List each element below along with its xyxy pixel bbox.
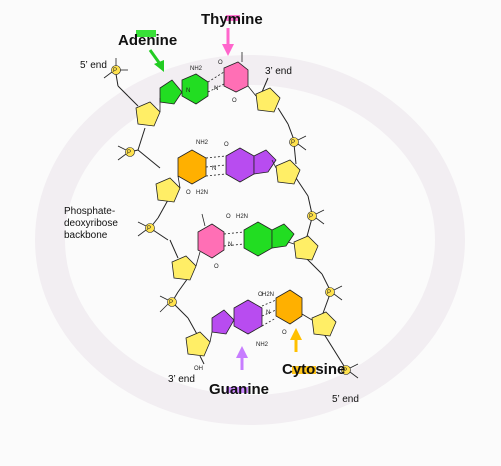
thymine-ring-2 — [197, 223, 225, 259]
sugar-right-1 — [255, 87, 281, 113]
atom-p-3: P — [147, 226, 151, 232]
base-pair-adenine-thymine — [159, 52, 249, 105]
thymine-highlight — [226, 15, 240, 21]
label-backbone-line2: deoxyribose — [64, 218, 118, 229]
atom-n-4: N — [228, 242, 232, 248]
sugar-right-4 — [311, 311, 337, 337]
atom-p-8: P — [343, 368, 347, 374]
label-cytosine: Cytosine — [282, 361, 345, 378]
watermark-shape — [35, 55, 465, 425]
cytosine-ring-1 — [177, 149, 207, 185]
atom-p-7: P — [327, 290, 331, 296]
label-backbone-line1: Phosphate- — [64, 206, 115, 217]
thymine-arrow-icon — [222, 28, 234, 56]
label-3-end-bottom: 3’ end — [168, 374, 195, 385]
sugar-right-2 — [275, 159, 301, 185]
atom-p-6: P — [309, 214, 313, 220]
atom-o-6: O — [214, 264, 219, 270]
sugar-left-2 — [155, 177, 181, 203]
base-pair-cytosine-guanine-1 — [177, 147, 277, 185]
base-pair-guanine-cytosine-2 — [211, 289, 303, 335]
guanine-highlight — [226, 387, 248, 393]
labels: Adenine Thymine Guanine Cytosine 5’ end … — [64, 11, 359, 405]
cytosine-arrow-icon — [290, 328, 302, 352]
atom-h2n-3: H2N — [262, 292, 274, 298]
atom-o-1: O — [218, 60, 223, 66]
sugar-left-4 — [185, 331, 211, 357]
atom-n-1: N — [186, 88, 190, 94]
atom-n-3: N — [212, 166, 216, 172]
adenine-ring-6-2 — [243, 221, 273, 257]
label-5-end-bottom: 5’ end — [332, 394, 359, 405]
sugar-right-3 — [293, 235, 319, 261]
adenine-arrow-icon — [148, 49, 164, 72]
label-thymine: Thymine — [201, 11, 263, 28]
atom-n-5: N — [266, 310, 270, 316]
atom-o-7: O — [258, 292, 263, 298]
atom-nh2-2: NH2 — [196, 140, 209, 146]
atom-p-2: P — [127, 150, 131, 156]
atom-oh-1: OH — [194, 366, 203, 372]
guanine-ring-5-1 — [253, 149, 277, 175]
adenine-ring-5-2 — [271, 223, 295, 249]
atom-n-2: N — [214, 86, 218, 92]
atom-labels: P P P P P P P P NH2 NH2 H2N H2N H2N NH2 … — [113, 60, 347, 374]
label-adenine: Adenine — [118, 32, 177, 49]
guanine-ring-6-1 — [225, 147, 255, 183]
atom-h2n-2: H2N — [236, 214, 248, 220]
sugar-left-1 — [135, 101, 161, 127]
cytosine-highlight — [292, 366, 316, 374]
phosphate-group — [103, 58, 359, 379]
atom-o-8: O — [282, 330, 287, 336]
label-5-end-top: 5’ end — [80, 60, 107, 71]
atom-o-3: O — [224, 142, 229, 148]
atom-p-5: P — [291, 140, 295, 146]
label-3-end-top: 3’ end — [265, 66, 292, 77]
guanine-ring-5-2 — [211, 309, 235, 335]
atom-p-1: P — [113, 68, 117, 74]
adenine-highlight — [136, 30, 156, 37]
atom-nh2-1: NH2 — [190, 66, 203, 72]
label-guanine: Guanine — [209, 381, 269, 398]
sugar-left-3 — [171, 255, 197, 281]
label-backbone-line3: backbone — [64, 230, 108, 241]
sugar-group — [135, 85, 337, 357]
cytosine-ring-2 — [275, 289, 303, 325]
atom-h2n-1: H2N — [196, 190, 208, 196]
atom-o-5: O — [226, 214, 231, 220]
base-pair-thymine-adenine — [197, 213, 295, 259]
guanine-arrow-icon — [236, 346, 248, 370]
pointer-arrows — [136, 15, 316, 393]
atom-o-4: O — [186, 190, 191, 196]
atom-nh2-3: NH2 — [256, 342, 269, 348]
atom-o-2: O — [232, 98, 237, 104]
adenine-ring-6 — [181, 73, 209, 105]
guanine-ring-6-2 — [233, 299, 263, 335]
atom-p-4: P — [169, 300, 173, 306]
